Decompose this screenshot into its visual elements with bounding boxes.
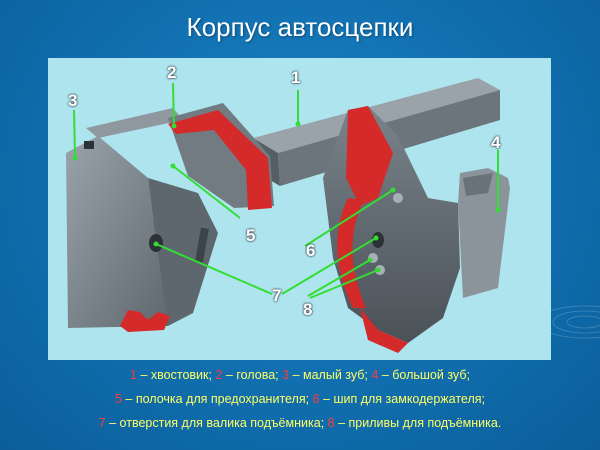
legend-num-2: 2 <box>215 368 223 382</box>
legend-num-4: 4 <box>371 368 379 382</box>
callout-label-8: 8 <box>303 300 313 319</box>
legend-name-5: полочка для предохранителя <box>135 392 306 406</box>
head-lower-cut-section <box>120 310 170 332</box>
legend-num-1: 1 <box>130 368 137 382</box>
callout-label-4: 4 <box>491 133 501 152</box>
callout-lines <box>73 82 499 299</box>
legend-name-1: хвостовик <box>150 368 209 382</box>
legend-name-7: отверстия для валика подъёмника <box>119 416 321 430</box>
legend-name-6: шип для замкодержателя <box>333 392 482 406</box>
legend-name-2: голова <box>236 368 276 382</box>
right-body-part <box>323 106 510 353</box>
legend-num-8: 8 <box>327 416 335 430</box>
legend-line-1: 1 – хвостовик; 2 – голова; 3 – малый зуб… <box>130 368 470 382</box>
legend-num-7: 7 <box>98 416 106 430</box>
legend-num-6: 6 <box>312 392 320 406</box>
legend-name-4: большой зуб <box>392 368 467 382</box>
callout-label-5: 5 <box>246 226 256 245</box>
legend-num-5: 5 <box>114 392 122 406</box>
legend-name-8: приливы для подъёмника <box>348 416 498 430</box>
callout-label-7: 7 <box>272 286 282 305</box>
callout-label-1: 1 <box>291 68 301 87</box>
coupler-figure: 2 3 1 4 5 6 7 8 <box>48 58 551 360</box>
head-cut-section <box>168 110 272 210</box>
legend-line-2: 5 – полочка для предохранителя; 6 – шип … <box>114 392 486 406</box>
legend-name-3: малый зуб <box>303 368 365 382</box>
callout-dots <box>72 121 501 273</box>
callout-label-3: 3 <box>68 91 78 110</box>
coupler-drawing <box>66 78 510 353</box>
callout-label-6: 6 <box>306 241 316 260</box>
callout-label-2: 2 <box>167 63 177 82</box>
legend-num-3: 3 <box>282 368 290 382</box>
legend-line-3: 7 – отверстия для валика подъёмника; 8 –… <box>98 416 502 430</box>
page-title: Корпус автосцепки <box>186 12 414 42</box>
